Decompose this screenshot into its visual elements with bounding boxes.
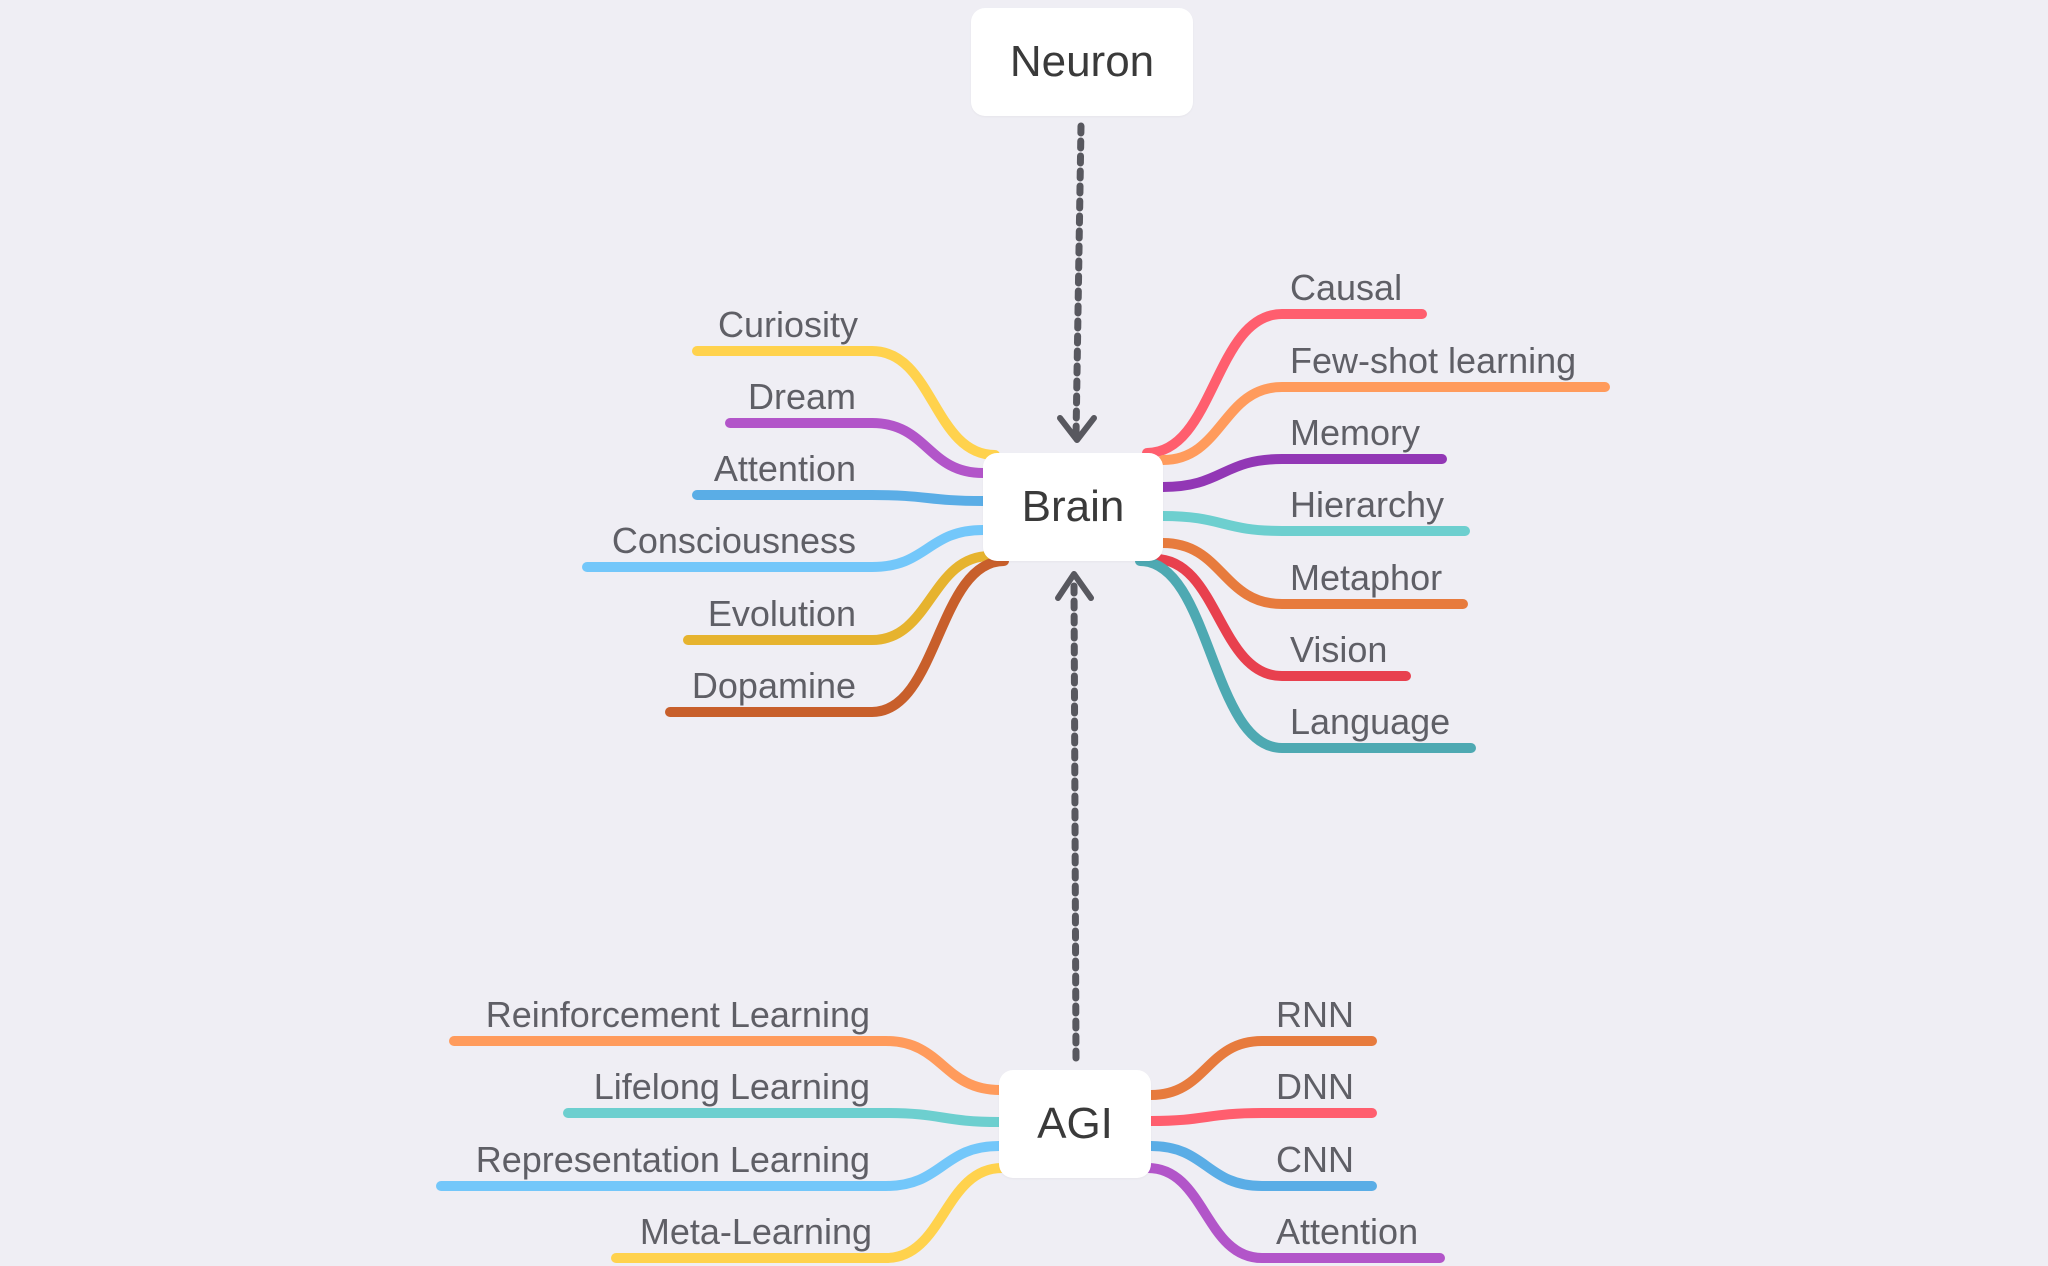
brain-right-hierarchy-branch bbox=[1158, 511, 1470, 536]
agi-label: AGI bbox=[1037, 1099, 1113, 1148]
brain-right-vision-label[interactable]: Vision bbox=[1290, 629, 1388, 670]
agi-left-representation-learning-label[interactable]: Representation Learning bbox=[475, 1139, 870, 1180]
agi-left-meta-learning-branch bbox=[611, 1163, 1007, 1263]
agi-right-rnn-label[interactable]: RNN bbox=[1276, 994, 1354, 1035]
brain-left-dream-branch bbox=[725, 418, 988, 478]
agi-right-cnn-label[interactable]: CNN bbox=[1276, 1139, 1354, 1180]
brain-right-language-label[interactable]: Language bbox=[1290, 701, 1451, 742]
brain-right-memory-branch bbox=[1158, 454, 1447, 492]
agi-right-cnn-branch bbox=[1146, 1141, 1377, 1191]
agi-left-reinforcement-learning-branch bbox=[449, 1036, 1005, 1095]
brain-right-causal-branch bbox=[1142, 309, 1427, 458]
brain-right-few-shot-learning-label[interactable]: Few-shot learning bbox=[1290, 340, 1577, 381]
brain-left-consciousness-label[interactable]: Consciousness bbox=[611, 520, 856, 561]
agi-right-rnn-branch bbox=[1146, 1036, 1377, 1100]
agi-right-dnn-label[interactable]: DNN bbox=[1276, 1066, 1354, 1107]
agi-left-lifelong-learning-branch bbox=[563, 1108, 1004, 1127]
agi-to-brain-connector bbox=[1070, 576, 1080, 1062]
brain-right-vision-branch bbox=[1150, 554, 1411, 681]
brain-left-dopamine-label[interactable]: Dopamine bbox=[691, 665, 856, 706]
brain-left-attention-branch bbox=[692, 490, 988, 506]
agi-node[interactable]: AGI bbox=[999, 1070, 1151, 1178]
brain-left-curiosity-branch bbox=[692, 346, 1000, 460]
brain-left-dream-label[interactable]: Dream bbox=[747, 376, 856, 417]
brain-left-evolution-branch bbox=[683, 551, 995, 645]
brain-left-consciousness-branch bbox=[582, 525, 988, 572]
brain-left-evolution-label[interactable]: Evolution bbox=[707, 593, 856, 634]
neuron-to-brain-connector bbox=[1072, 122, 1085, 440]
agi-left-meta-learning-label[interactable]: Meta-Learning bbox=[639, 1211, 872, 1252]
agi-right-dnn-branch bbox=[1146, 1108, 1377, 1126]
agi-right-attention-branch bbox=[1143, 1163, 1445, 1263]
brain-right-metaphor-label[interactable]: Metaphor bbox=[1290, 557, 1443, 598]
brain-right-memory-label[interactable]: Memory bbox=[1290, 412, 1421, 453]
agi-to-brain-arrowhead bbox=[1055, 571, 1094, 601]
neuron-to-brain-arrowhead bbox=[1057, 415, 1097, 443]
brain-left-dopamine-branch bbox=[665, 556, 1009, 717]
brain-left-attention-label[interactable]: Attention bbox=[713, 448, 856, 489]
brain-label: Brain bbox=[1021, 482, 1125, 531]
brain-right-few-shot-learning-branch bbox=[1158, 382, 1610, 465]
brain-left-curiosity-label[interactable]: Curiosity bbox=[717, 304, 858, 345]
agi-left-reinforcement-learning-label[interactable]: Reinforcement Learning bbox=[485, 994, 870, 1035]
brain-node[interactable]: Brain bbox=[983, 453, 1163, 561]
neuron-label: Neuron bbox=[1009, 37, 1155, 86]
brain-right-hierarchy-label[interactable]: Hierarchy bbox=[1290, 484, 1445, 525]
agi-left-lifelong-learning-label[interactable]: Lifelong Learning bbox=[593, 1066, 870, 1107]
brain-right-metaphor-branch bbox=[1158, 538, 1468, 609]
brain-right-language-branch bbox=[1135, 556, 1476, 753]
agi-right-attention-label[interactable]: Attention bbox=[1276, 1211, 1419, 1252]
neuron-node[interactable]: Neuron bbox=[971, 8, 1193, 116]
brain-right-causal-label[interactable]: Causal bbox=[1290, 267, 1403, 308]
agi-left-representation-learning-branch bbox=[436, 1141, 1004, 1191]
